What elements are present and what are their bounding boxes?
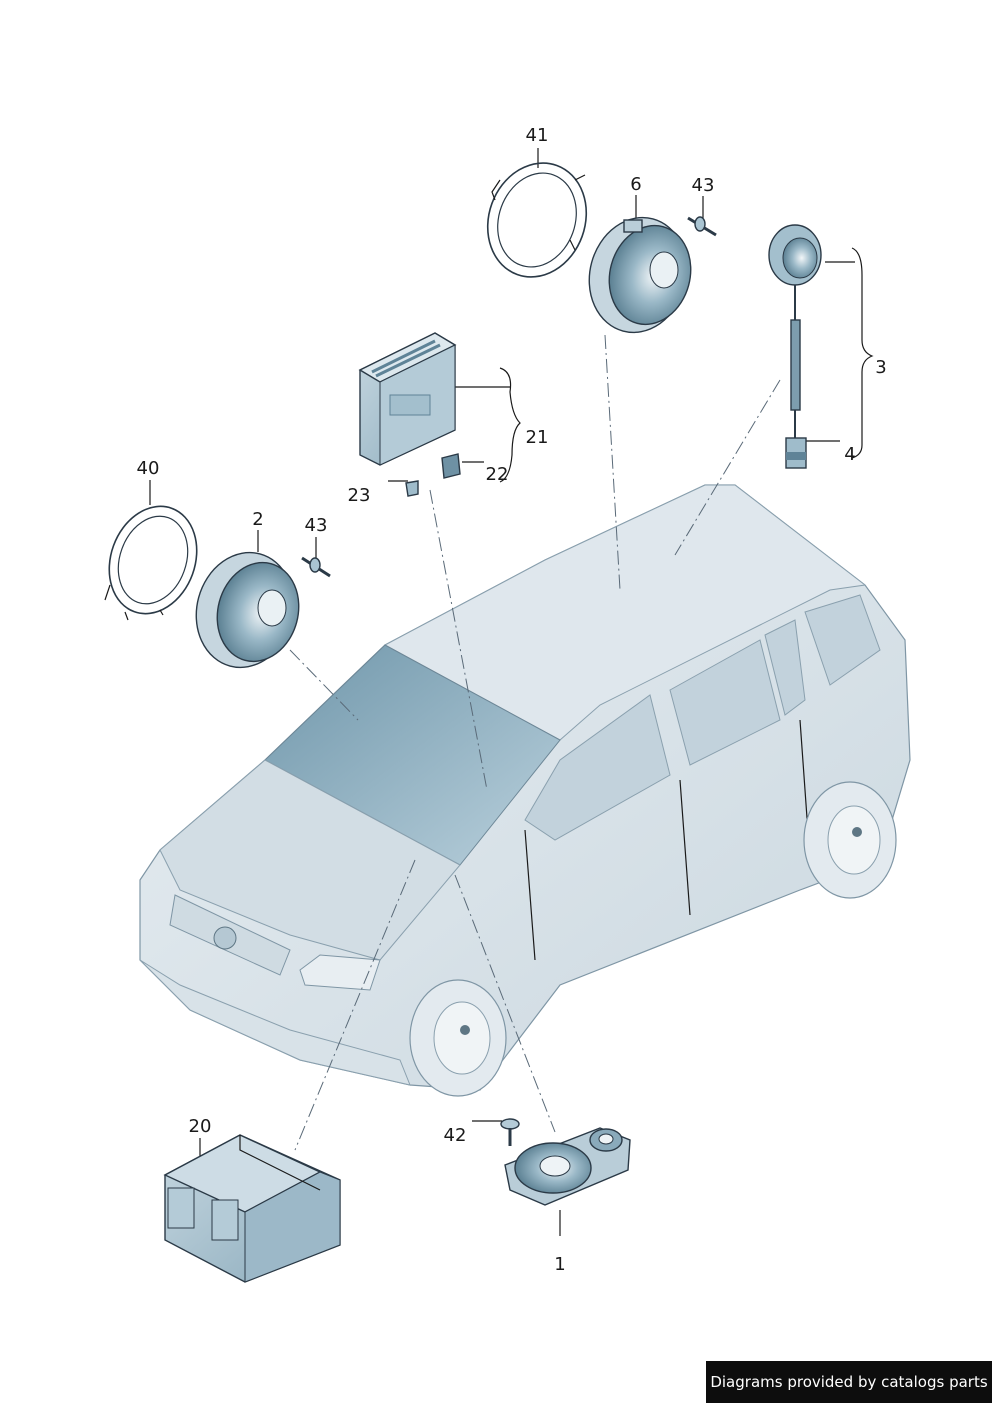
part-42-screw xyxy=(500,1118,520,1146)
car-roof xyxy=(383,484,867,741)
callout-6: 6 xyxy=(630,174,642,195)
part-1-speaker xyxy=(504,1127,631,1206)
part-3-tweeter xyxy=(768,224,822,440)
car-rear-window xyxy=(804,594,881,686)
part-41-speaker-ring xyxy=(486,162,588,278)
part-21-control-unit xyxy=(358,332,457,466)
callout-20: 20 xyxy=(188,1116,212,1137)
part-4-connector xyxy=(785,437,807,469)
car-illustration xyxy=(139,484,911,1097)
car-rear-door-window xyxy=(669,639,781,766)
callout-3: 3 xyxy=(875,357,887,378)
car-emblem xyxy=(213,926,237,950)
part-23-clip xyxy=(405,480,419,497)
callout-42: 42 xyxy=(443,1125,467,1146)
callout-22: 22 xyxy=(485,464,509,485)
part-40-speaker-ring xyxy=(104,505,198,621)
footer-credit-text: Diagrams provided by catalogs parts xyxy=(710,1373,988,1391)
car-headlight xyxy=(299,954,381,991)
callout-21: 21 xyxy=(525,427,549,448)
callout-2: 2 xyxy=(252,509,264,530)
car-front-wheel xyxy=(409,979,507,1097)
location-lines xyxy=(289,334,781,1151)
part-6-speaker xyxy=(588,216,692,334)
part-43-screw-top xyxy=(687,216,717,237)
part-2-speaker xyxy=(195,551,300,669)
callout-41: 41 xyxy=(525,125,549,146)
car-quarter-window xyxy=(764,619,806,716)
part-43-screw-front xyxy=(301,556,331,578)
leader-lines xyxy=(149,148,874,1236)
footer-credit-badge: Diagrams provided by catalogs parts xyxy=(706,1361,992,1403)
callout-43-front: 43 xyxy=(304,515,328,536)
callout-4: 4 xyxy=(844,444,856,465)
callout-23: 23 xyxy=(347,485,371,506)
callout-43-top: 43 xyxy=(691,175,715,196)
car-front-door-window xyxy=(524,694,671,841)
part-20-amplifier xyxy=(163,1134,341,1283)
part-22-connector xyxy=(441,453,461,479)
callout-40: 40 xyxy=(136,458,160,479)
callout-1: 1 xyxy=(554,1254,566,1275)
car-bumper xyxy=(139,959,411,1086)
car-rear-wheel xyxy=(803,781,897,899)
